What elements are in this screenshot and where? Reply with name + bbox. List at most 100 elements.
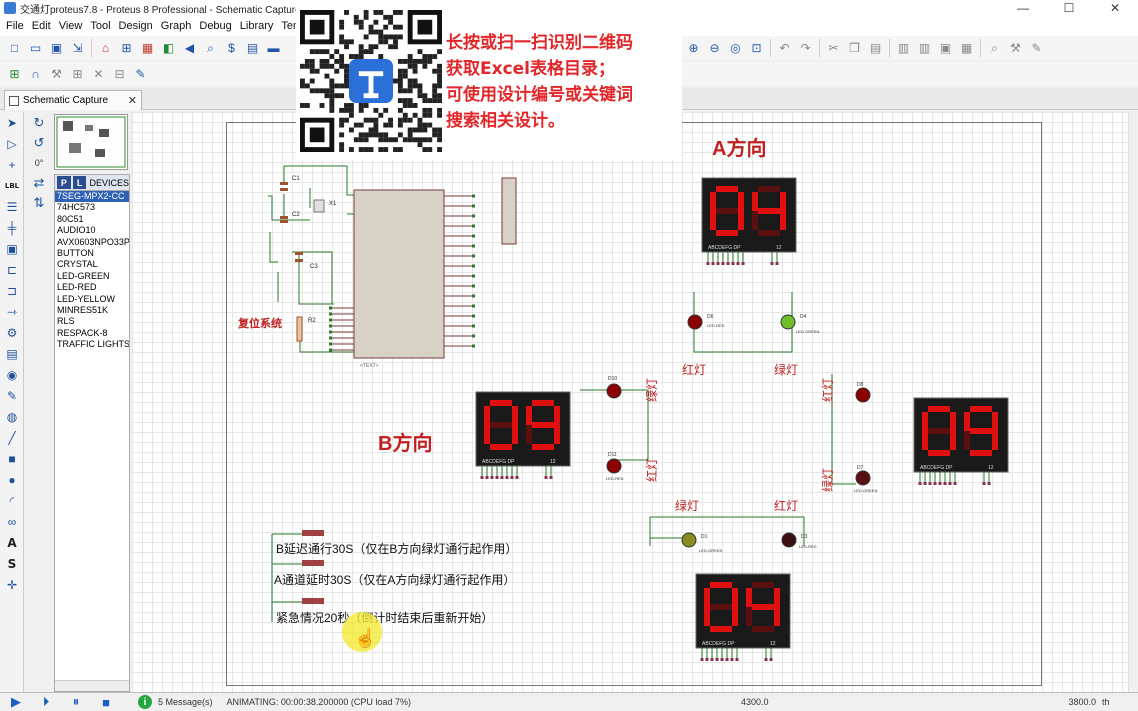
pick-devices-button[interactable]: P [57,176,71,189]
rotate-cw-icon[interactable]: ↻ [33,115,45,130]
3d-icon[interactable]: ◧ [162,41,175,55]
arc-icon[interactable]: ◜ [9,494,15,508]
zoom-area-icon[interactable]: ⊡ [751,41,762,55]
text-icon[interactable]: A [7,536,17,550]
selection-mode-icon[interactable]: ➤ [6,116,18,130]
mcu-80c51[interactable]: <TEXT> [329,177,517,369]
cut-icon[interactable]: ✂ [828,41,839,55]
menu-debug[interactable]: Debug [199,20,232,32]
marker-icon[interactable]: ✛ [6,578,18,592]
menu-design[interactable]: Design [118,20,153,32]
text-script-icon[interactable]: ☰ [6,200,18,214]
play-icon[interactable]: ▶ [11,694,21,709]
zoom-in-icon[interactable]: ⊕ [688,41,699,55]
tab-close-icon[interactable]: ✕ [127,95,137,107]
buses-icon[interactable]: ╪ [7,221,17,235]
goto-sheet-icon[interactable]: ⊟ [114,67,125,81]
overview-window[interactable] [54,114,128,170]
gerber-icon[interactable]: ◀ [184,41,195,55]
device-list-item[interactable]: TRAFFIC LIGHTS [57,339,129,350]
maximize-button[interactable]: ☐ [1063,1,1075,15]
tab-schematic-capture[interactable]: Schematic Capture ✕ [4,90,142,110]
current-probe-icon[interactable]: ✎ [6,389,18,403]
voltage-probe-icon[interactable]: ◉ [6,368,18,382]
path-icon[interactable]: ∞ [7,515,17,529]
step-icon[interactable]: ⏵ [42,694,50,709]
device-list-item[interactable]: LED-RED [57,282,97,293]
device-list-item[interactable]: 7SEG-MPX2-CC [55,191,129,203]
home-icon[interactable]: ⌂ [101,41,110,55]
tape-recorder-icon[interactable]: ⚙ [6,326,18,340]
copy-icon[interactable]: ❐ [849,41,860,55]
device-list-item[interactable]: CRYSTAL [57,259,98,270]
generator-icon[interactable]: ▤ [6,347,18,361]
binocular-icon[interactable]: ∩ [31,67,40,81]
button-emergency-label[interactable]: 紧急情况20秒（倒计时结束后重新开始） [276,610,493,625]
source-code-icon[interactable]: ▤ [246,41,259,55]
zoom-out-icon[interactable]: ⊖ [709,41,720,55]
pick-device-icon[interactable]: ⌕ [991,40,998,55]
line-icon[interactable]: ╱ [8,431,16,445]
graph-icon[interactable]: ⇾ [6,305,18,319]
remove-sheet-icon[interactable]: ✕ [93,67,104,81]
mirror-y-icon[interactable]: ⇅ [33,195,45,210]
menu-graph[interactable]: Graph [160,20,192,32]
electrical-check-icon[interactable]: ✎ [135,67,146,81]
component-mode-icon[interactable]: ▷ [7,137,17,151]
terminals-icon[interactable]: ⊏ [6,263,18,277]
zoom-all-icon[interactable]: ◎ [730,41,741,55]
open-folder-icon[interactable]: ▭ [29,41,42,55]
button-a-delay-label[interactable]: A通道延时30S（仅在A方向绿灯通行起作用） [274,572,515,587]
device-pins-icon[interactable]: ⊐ [6,284,18,298]
undo-icon[interactable]: ↶ [779,41,790,55]
device-list-item[interactable]: MINRES51K [57,304,109,315]
info-icon[interactable]: i [138,695,152,709]
package-icon[interactable]: ✎ [1031,41,1042,55]
device-list-item[interactable]: 74HC573 [57,202,96,213]
design-explorer-icon[interactable]: ⌕ [207,40,214,55]
toolbar-misc-icon[interactable]: ▬ [267,41,280,55]
menu-library[interactable]: Library [239,20,274,32]
device-list-scrollbar[interactable] [55,680,129,691]
save-icon[interactable]: ▣ [50,41,63,55]
menu-file[interactable]: File [6,20,24,32]
device-list-item[interactable]: BUTTON [57,247,94,258]
property-tool-icon[interactable]: ⚒ [51,67,62,81]
junction-dot-icon[interactable]: + [8,158,16,172]
canvas-vertical-scrollbar[interactable] [1128,112,1138,692]
wire-label-icon[interactable]: LBL [4,182,20,190]
circle-icon[interactable]: ● [8,473,16,487]
make-device-icon[interactable]: ⚒ [1010,41,1021,55]
block-delete-icon[interactable]: ▦ [960,41,973,55]
device-list-item[interactable]: LED-YELLOW [57,293,116,304]
rotation-angle[interactable]: 0° [34,158,44,168]
block-move-icon[interactable]: ▥ [918,41,931,55]
virtual-instruments-icon[interactable]: ◍ [6,410,18,424]
pcb-icon[interactable]: ▦ [141,41,154,55]
menu-tool[interactable]: Tool [90,20,111,32]
device-list-item[interactable]: AUDIO10 [57,225,96,236]
library-manager-button[interactable]: L [72,176,87,189]
new-file-icon[interactable]: □ [10,41,19,55]
close-button[interactable]: ✕ [1109,1,1121,15]
new-sheet-icon[interactable]: ⊞ [72,67,83,81]
schematic-icon[interactable]: ⊞ [121,41,132,55]
schematic-canvas[interactable]: <TEXT> [132,112,1138,692]
pause-icon[interactable]: ⏸ [72,694,80,709]
box-icon[interactable]: ■ [8,452,16,466]
rotate-ccw-icon[interactable]: ↺ [33,135,45,150]
message-count[interactable]: 5 Message(s) [158,697,213,707]
stop-icon[interactable]: ■ [102,694,110,710]
button-b-delay-label[interactable]: B延迟通行30S（仅在B方向绿灯通行起作用） [276,541,517,556]
netlist-icon[interactable]: ⊞ [9,67,20,81]
paste-icon[interactable]: ▤ [869,41,882,55]
menu-edit[interactable]: Edit [31,20,51,32]
block-copy-icon[interactable]: ▥ [897,41,910,55]
device-list-item[interactable]: AVX0603NPO33P [57,236,129,247]
device-list-item[interactable]: RLS [57,316,75,327]
block-rotate-icon[interactable]: ▣ [939,41,952,55]
